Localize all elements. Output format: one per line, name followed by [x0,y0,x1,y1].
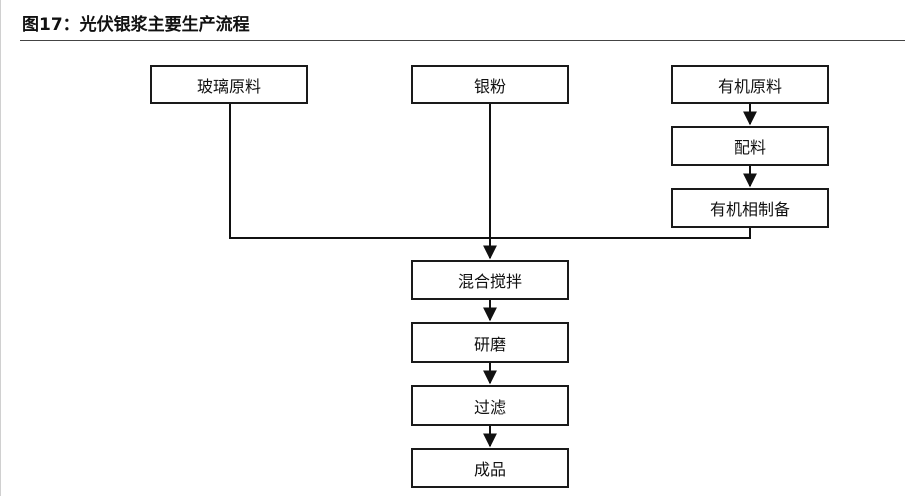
node-silver-powder: 银粉 [411,65,569,104]
node-organic-raw-material: 有机原料 [671,65,829,104]
figure-title: 图17：光伏银浆主要生产流程 [22,15,250,35]
page-left-border [0,0,1,496]
node-filtering: 过滤 [411,385,569,426]
node-grinding: 研磨 [411,322,569,363]
title-underline [20,40,905,41]
node-finished-product: 成品 [411,448,569,488]
connector-organic-phase [490,228,751,239]
node-mixing: 混合搅拌 [411,260,569,300]
node-glass-raw-material: 玻璃原料 [150,65,308,104]
node-organic-phase-preparation: 有机相制备 [671,188,829,228]
node-batching: 配料 [671,126,829,166]
connector-glass [229,104,490,239]
